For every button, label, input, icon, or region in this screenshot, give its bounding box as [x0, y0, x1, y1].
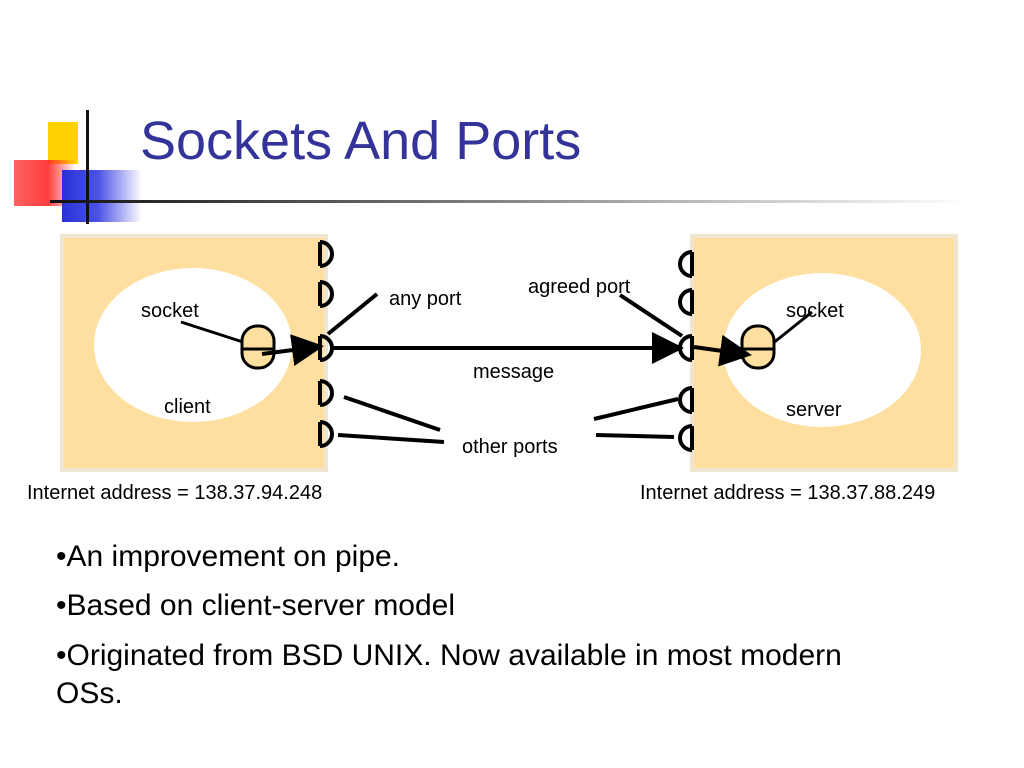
server-port: [678, 250, 694, 278]
server-process-label: server: [786, 399, 842, 421]
sockets-ports-diagram: socket client socket server: [60, 234, 958, 472]
slide-title: Sockets And Ports: [140, 111, 582, 171]
client-port: [318, 379, 334, 407]
other-ports-pointer: [595, 433, 675, 439]
title-underline: [50, 200, 970, 203]
server-process: [723, 273, 921, 427]
agreed-port-pointer: [618, 293, 684, 338]
client-socket-pointer: [180, 320, 247, 345]
other-ports-label: other ports: [462, 436, 558, 458]
title-decoration-vertical-line: [86, 110, 89, 224]
client-internet-address: Internet address = 138.37.94.248: [27, 482, 323, 504]
client-port: [318, 240, 334, 268]
client-process-label: client: [164, 396, 211, 418]
client-socket-icon: [240, 324, 276, 370]
message-label: message: [473, 361, 554, 383]
bullet-list: •An improvement on pipe. •Based on clien…: [56, 538, 856, 725]
other-ports-pointer: [343, 395, 441, 432]
client-socket-arrow: [261, 334, 324, 366]
any-port-pointer: [326, 292, 379, 336]
server-internet-address: Internet address = 138.37.88.249: [640, 482, 936, 504]
server-host: socket server: [690, 234, 958, 472]
client-socket-label: socket: [141, 300, 199, 322]
any-port-label: any port: [389, 288, 462, 310]
bullet-item: •Based on client-server model: [56, 589, 456, 623]
title-decoration-yellow-square: [48, 122, 78, 164]
other-ports-pointer: [593, 397, 679, 421]
other-ports-pointer: [337, 433, 445, 444]
bullet-item: •Originated from BSD UNIX. Now available…: [56, 638, 842, 711]
client-host: socket client: [60, 234, 328, 472]
client-process: [94, 268, 292, 422]
title-decoration-blue-square: [62, 170, 142, 222]
agreed-port-label: agreed port: [528, 276, 631, 298]
server-port: [678, 288, 694, 316]
server-port: [678, 424, 694, 452]
client-port: [318, 420, 334, 448]
server-socket-label: socket: [786, 300, 844, 322]
bullet-item: •An improvement on pipe.: [56, 540, 401, 573]
server-socket-arrow: [693, 334, 752, 367]
server-socket-pointer: [771, 310, 813, 346]
client-port: [318, 280, 334, 308]
server-socket-icon: [740, 324, 776, 370]
server-port-agreed: [678, 334, 694, 362]
server-port: [678, 386, 694, 414]
